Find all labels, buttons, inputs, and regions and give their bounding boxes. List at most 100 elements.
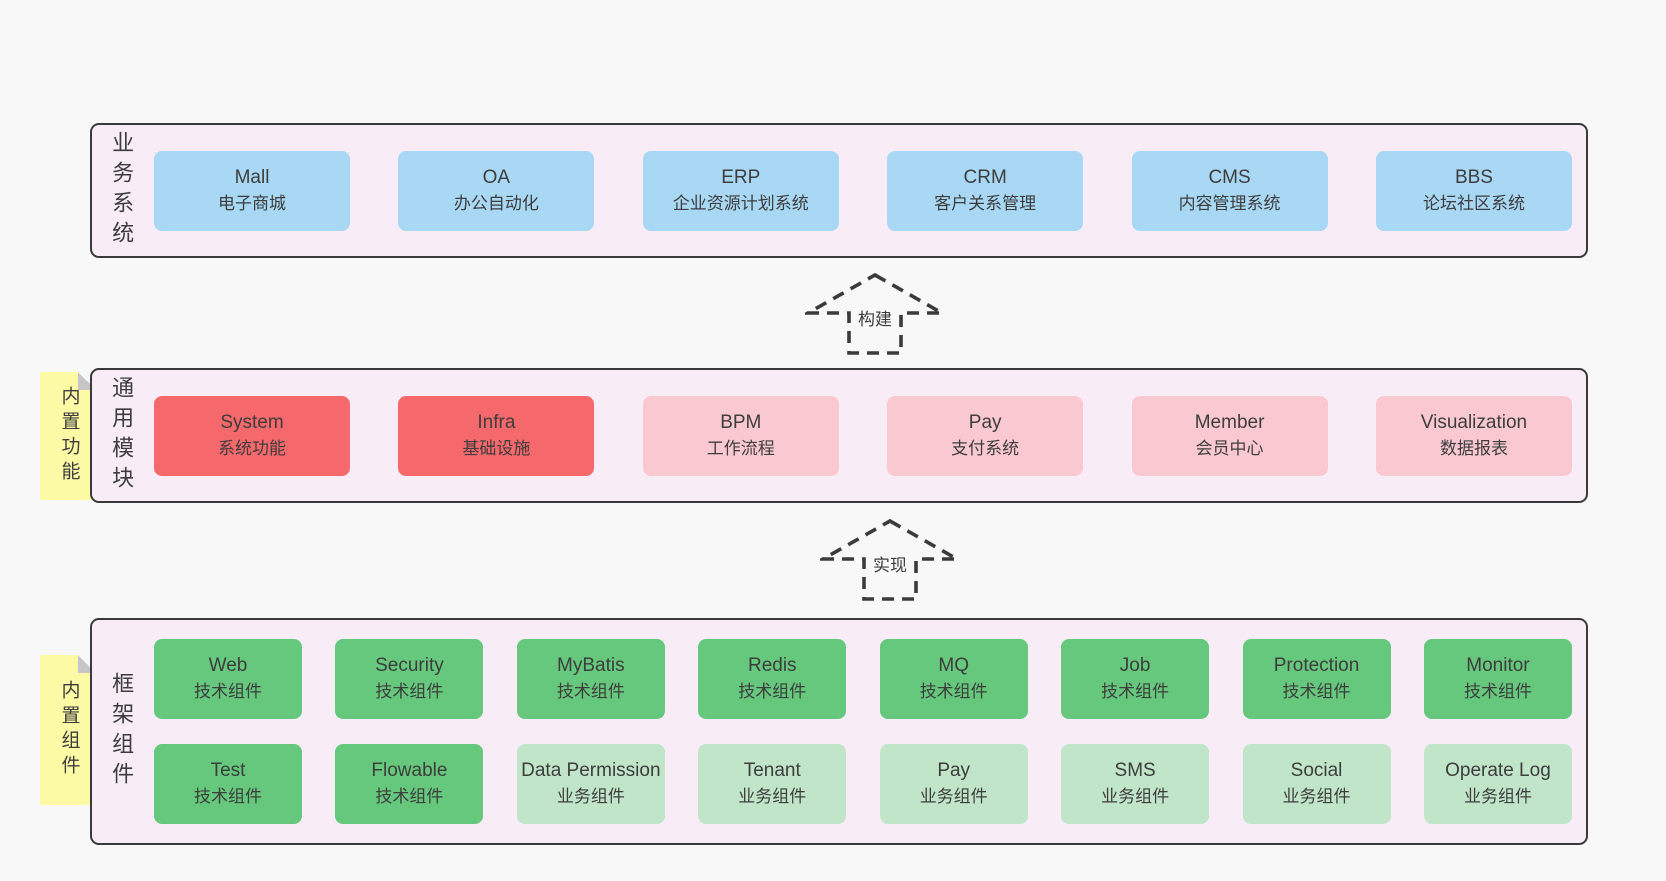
sticky-note-builtin-features: 内置功能: [40, 372, 96, 500]
box-desc: 技术组件: [375, 787, 444, 806]
box-name: Security: [375, 655, 444, 676]
box-name: Monitor: [1466, 655, 1530, 676]
box-desc: 基础设施: [462, 438, 531, 458]
up-arrow-icon: [820, 518, 960, 601]
box-row: System 系统功能 Infra 基础设施 BPM 工作流程 Pay 支付系统 Member 会…: [154, 395, 1572, 476]
box-sms: SMS 业务组件: [1061, 744, 1210, 824]
box-name: CRM: [963, 166, 1007, 188]
box-crm: CRM 客户关系管理: [887, 150, 1084, 231]
arrow-build: 构建: [805, 271, 945, 357]
box-desc: 技术组件: [375, 682, 444, 701]
layer-label: 通用模块: [109, 375, 135, 496]
box-job: Job 技术组件: [1061, 639, 1210, 719]
box-social: Social 业务组件: [1242, 744, 1391, 824]
box-desc: 会员中心: [1195, 438, 1264, 458]
box-name: BBS: [1454, 166, 1493, 188]
box-visualization: Visualization 数据报表: [1375, 395, 1572, 476]
box-pay: Pay 业务组件: [879, 744, 1028, 824]
box-mybatis: MyBatis 技术组件: [516, 639, 665, 719]
box-name: CMS: [1208, 166, 1251, 188]
layer-boxes: System 系统功能 Infra 基础设施 BPM 工作流程 Pay 支付系统 Member 会…: [150, 370, 1586, 501]
box-name: Operate Log: [1445, 760, 1551, 781]
box-desc: 技术组件: [738, 682, 807, 701]
box-desc: 办公自动化: [453, 193, 539, 213]
sticky-note-builtin-components: 内置组件: [40, 655, 96, 805]
box-desc: 技术组件: [1282, 682, 1351, 701]
box-desc: 数据报表: [1439, 438, 1508, 458]
box-name: Tenant: [743, 760, 801, 781]
layer-label: 框架组件: [109, 671, 135, 792]
box-name: Member: [1194, 411, 1265, 433]
arrow-label: 构建: [854, 304, 896, 331]
box-name: Pay: [937, 760, 971, 781]
box-name: Infra: [477, 411, 516, 433]
box-desc: 技术组件: [194, 682, 262, 701]
box-name: Visualization: [1420, 411, 1528, 433]
layer-common-modules: 通用模块 System 系统功能 Infra 基础设施 BPM 工作流程 Pay 支付系统 Me…: [90, 368, 1588, 503]
box-name: Test: [210, 760, 246, 781]
box-desc: 技术组件: [1463, 682, 1532, 701]
arrow-label: 实现: [869, 550, 911, 577]
box-name: BPM: [720, 411, 762, 433]
box-name: System: [220, 411, 284, 433]
box-monitor: Monitor 技术组件: [1423, 639, 1572, 719]
box-name: Social: [1290, 760, 1343, 781]
box-desc: 电子商城: [218, 193, 286, 213]
box-desc: 技术组件: [1101, 682, 1170, 701]
box-name: MQ: [938, 655, 969, 676]
box-desc: 支付系统: [951, 438, 1020, 458]
box-member: Member 会员中心: [1131, 395, 1328, 476]
box-desc: 技术组件: [556, 682, 625, 701]
box-desc: 论坛社区系统: [1422, 193, 1525, 213]
box-name: Protection: [1273, 655, 1360, 676]
box-name: SMS: [1114, 760, 1156, 781]
up-arrow-icon: [805, 272, 945, 355]
box-bbs: BBS 论坛社区系统: [1375, 150, 1572, 231]
box-name: Redis: [747, 655, 797, 676]
box-desc: 业务组件: [1463, 787, 1532, 806]
box-desc: 技术组件: [194, 787, 262, 806]
box-mq: MQ 技术组件: [879, 639, 1028, 719]
sticky-label: 内置功能: [58, 386, 80, 486]
box-desc: 系统功能: [218, 438, 286, 458]
box-erp: ERP 企业资源计划系统: [642, 150, 839, 231]
box-tenant: Tenant 业务组件: [698, 744, 847, 824]
box-test: Test 技术组件: [154, 744, 302, 824]
box-desc: 企业资源计划系统: [672, 193, 809, 213]
box-name: Job: [1119, 655, 1151, 676]
box-system: System 系统功能: [154, 395, 350, 476]
box-operate-log: Operate Log 业务组件: [1423, 744, 1572, 824]
box-name: MyBatis: [557, 655, 625, 676]
box-desc: 业务组件: [919, 787, 988, 806]
box-web: Web 技术组件: [154, 639, 302, 719]
box-name: ERP: [721, 166, 761, 188]
box-desc: 业务组件: [1101, 787, 1170, 806]
box-name: Pay: [968, 411, 1002, 433]
box-bpm: BPM 工作流程: [642, 395, 839, 476]
box-desc: 业务组件: [738, 787, 807, 806]
box-desc: 客户关系管理: [934, 193, 1037, 213]
box-name: Web: [208, 655, 248, 676]
box-name: Data Permission: [521, 760, 661, 781]
box-desc: 技术组件: [919, 682, 988, 701]
layer-framework-components: 框架组件 Web 技术组件 Security 技术组件 MyBatis 技术组件 Redis…: [90, 618, 1588, 845]
box-desc: 工作流程: [706, 438, 775, 458]
sticky-label: 内置组件: [58, 680, 80, 780]
layer-label-column: 通用模块: [92, 370, 150, 501]
arrow-implement: 实现: [820, 517, 960, 603]
box-desc: 业务组件: [1282, 787, 1351, 806]
layer-label-column: 业务系统: [92, 125, 150, 256]
layer-label: 业务系统: [109, 130, 135, 251]
